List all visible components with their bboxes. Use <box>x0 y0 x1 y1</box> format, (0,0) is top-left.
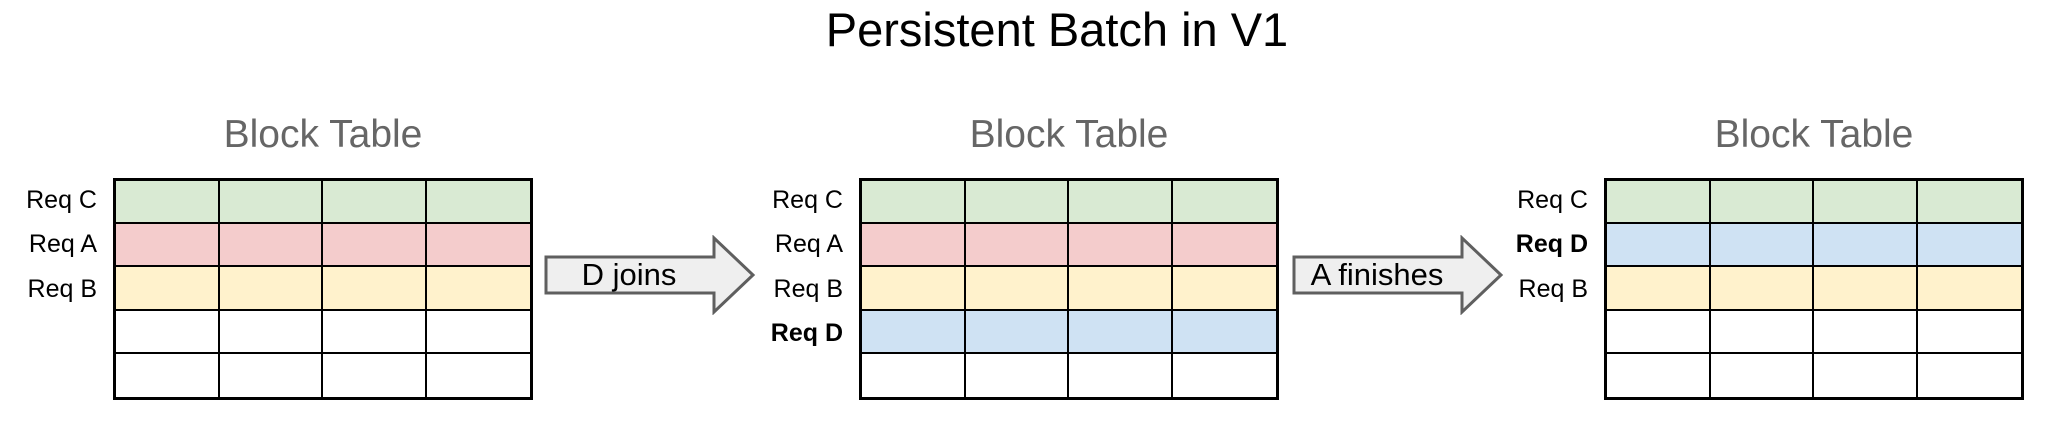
row-label-empty <box>1448 311 1588 355</box>
table-2-cell-r2c1 <box>862 224 966 268</box>
table-3-cell-r4c4 <box>1917 310 2021 354</box>
table-1-cell-r3c4 <box>426 267 530 311</box>
table-1-cell-r1c4 <box>426 181 530 225</box>
table-1-cell-r5c2 <box>219 353 323 397</box>
table-1-cell-r4c2 <box>219 310 323 354</box>
table-2-cell-r3c3 <box>1069 267 1173 311</box>
table-1-cell-r4c1 <box>116 310 220 354</box>
block-table-title: Block Table <box>1714 113 1914 156</box>
table-3-cell-r4c1 <box>1607 310 1711 354</box>
arrow-a-finishes: A finishes <box>1292 235 1504 315</box>
table-2-cell-r5c1 <box>862 353 966 397</box>
row-labels: Req C Req D Req B <box>1448 178 1588 400</box>
table-1-cell-r3c2 <box>219 267 323 311</box>
table-1-cell-r2c2 <box>219 224 323 268</box>
row-label-req-d: Req D <box>1515 230 1588 259</box>
table-2-cell-r1c4 <box>1172 181 1276 225</box>
table-1-cell-r2c4 <box>426 224 530 268</box>
table-1-cell-r4c3 <box>323 310 427 354</box>
table-1-cell-r5c1 <box>116 353 220 397</box>
table-3-cell-r2c3 <box>1814 224 1918 268</box>
table-3-cell-r3c3 <box>1814 267 1918 311</box>
arrow-label-a-finishes: A finishes <box>1310 257 1444 292</box>
table-1-cell-r1c3 <box>323 181 427 225</box>
table-3-cell-r1c3 <box>1814 181 1918 225</box>
table-3-cell-r3c1 <box>1607 267 1711 311</box>
block-table-title: Block Table <box>969 113 1169 156</box>
table-1-cell-r2c1 <box>116 224 220 268</box>
table-2-cell-r1c1 <box>862 181 966 225</box>
table-2-cell-r5c4 <box>1172 353 1276 397</box>
arrow-d-joins: D joins <box>544 235 756 315</box>
right-arrow-icon <box>1292 235 1504 315</box>
table-3-cell-r1c1 <box>1607 181 1711 225</box>
table-1-cell-r1c1 <box>116 181 220 225</box>
table-2-cell-r4c3 <box>1069 310 1173 354</box>
row-label-req-c: Req C <box>772 185 843 214</box>
table-2-cell-r3c1 <box>862 267 966 311</box>
table-3-cell-r3c2 <box>1710 267 1814 311</box>
row-label-req-a: Req A <box>774 230 843 259</box>
table-2-cell-r3c4 <box>1172 267 1276 311</box>
table-1-cell-r5c4 <box>426 353 530 397</box>
right-arrow-icon <box>544 235 756 315</box>
table-2-cell-r4c2 <box>965 310 1069 354</box>
table-1-cell-r3c3 <box>323 267 427 311</box>
page-title: Persistent Batch in V1 <box>825 3 1289 56</box>
row-label-req-a: Req A <box>28 230 97 259</box>
table-3-cell-r4c2 <box>1710 310 1814 354</box>
table-2-cell-r1c2 <box>965 181 1069 225</box>
table-2-cell-r3c2 <box>965 267 1069 311</box>
row-label-empty <box>1448 356 1588 400</box>
table-3-cell-r1c2 <box>1710 181 1814 225</box>
row-label-empty <box>0 311 97 355</box>
block-table-grid <box>859 178 1279 400</box>
row-label-req-c: Req C <box>26 185 97 214</box>
row-label-req-b: Req B <box>773 274 843 303</box>
row-labels: Req C Req A Req B Req D <box>703 178 843 400</box>
table-2-cell-r2c4 <box>1172 224 1276 268</box>
table-2-cell-r2c3 <box>1069 224 1173 268</box>
block-table-grid <box>113 178 533 400</box>
row-label-req-b: Req B <box>1518 274 1588 303</box>
row-label-empty <box>0 356 97 400</box>
table-1-cell-r3c1 <box>116 267 220 311</box>
row-label-req-d: Req D <box>770 318 843 347</box>
row-label-req-b: Req B <box>27 274 97 303</box>
table-3-cell-r5c3 <box>1814 353 1918 397</box>
table-3-cell-r2c2 <box>1710 224 1814 268</box>
block-table-grid <box>1604 178 2024 400</box>
table-3-cell-r5c2 <box>1710 353 1814 397</box>
table-2-cell-r4c1 <box>862 310 966 354</box>
block-table-title: Block Table <box>223 113 423 156</box>
table-3-cell-r2c4 <box>1917 224 2021 268</box>
row-label-req-c: Req C <box>1517 185 1588 214</box>
table-3-cell-r4c3 <box>1814 310 1918 354</box>
row-label-empty <box>703 356 843 400</box>
table-2-cell-r5c3 <box>1069 353 1173 397</box>
table-3-cell-r2c1 <box>1607 224 1711 268</box>
arrow-label-d-joins: D joins <box>581 257 677 292</box>
table-1-cell-r2c3 <box>323 224 427 268</box>
table-3-cell-r3c4 <box>1917 267 2021 311</box>
table-1-cell-r5c3 <box>323 353 427 397</box>
table-1-cell-r4c4 <box>426 310 530 354</box>
row-labels: Req C Req A Req B <box>0 178 97 400</box>
table-2-cell-r5c2 <box>965 353 1069 397</box>
table-2-cell-r2c2 <box>965 224 1069 268</box>
table-1-cell-r1c2 <box>219 181 323 225</box>
table-3-cell-r1c4 <box>1917 181 2021 225</box>
table-2-cell-r4c4 <box>1172 310 1276 354</box>
table-3-cell-r5c4 <box>1917 353 2021 397</box>
table-3-cell-r5c1 <box>1607 353 1711 397</box>
table-2-cell-r1c3 <box>1069 181 1173 225</box>
